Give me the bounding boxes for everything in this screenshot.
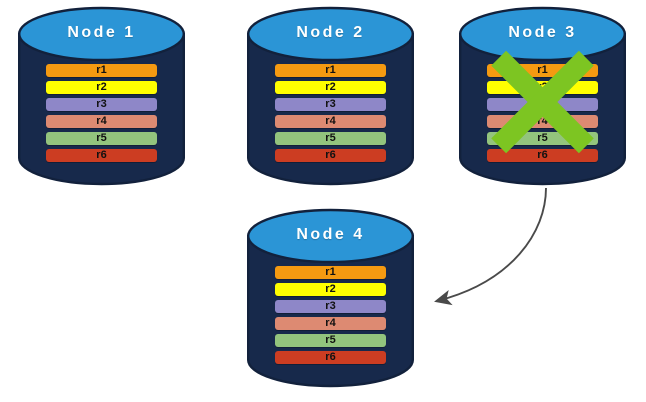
row-bar-r3[interactable]: r3 bbox=[275, 98, 386, 111]
row-bar-r2[interactable]: r2 bbox=[275, 81, 386, 94]
row-bar-r2[interactable]: r2 bbox=[46, 81, 157, 94]
row-bar-r5[interactable]: r5 bbox=[275, 132, 386, 145]
row-bar-r6[interactable]: r6 bbox=[487, 149, 598, 162]
row-list: r1 r2 r3 r4 r5 r6 bbox=[247, 64, 414, 162]
row-bar-r6[interactable]: r6 bbox=[275, 351, 386, 364]
cylinder-top-ellipse bbox=[246, 6, 415, 62]
row-bar-r6[interactable]: r6 bbox=[275, 149, 386, 162]
row-bar-r1[interactable]: r1 bbox=[46, 64, 157, 77]
arrow-path bbox=[434, 187, 547, 306]
row-bar-r2[interactable]: r2 bbox=[487, 81, 598, 94]
cylinder-top-ellipse bbox=[246, 208, 415, 264]
row-bar-r4[interactable]: r4 bbox=[46, 115, 157, 128]
row-bar-r2[interactable]: r2 bbox=[275, 283, 386, 296]
row-bar-r6[interactable]: r6 bbox=[46, 149, 157, 162]
row-bar-r3[interactable]: r3 bbox=[46, 98, 157, 111]
row-bar-r1[interactable]: r1 bbox=[275, 266, 386, 279]
cylinder-top-ellipse bbox=[17, 6, 186, 62]
row-bar-r5[interactable]: r5 bbox=[46, 132, 157, 145]
row-bar-r1[interactable]: r1 bbox=[487, 64, 598, 77]
row-bar-r3[interactable]: r3 bbox=[487, 98, 598, 111]
row-list: r1 r2 r3 r4 r5 r6 bbox=[247, 266, 414, 364]
row-list: r1 r2 r3 r4 r5 r6 bbox=[459, 64, 626, 162]
row-bar-r5[interactable]: r5 bbox=[487, 132, 598, 145]
row-bar-r3[interactable]: r3 bbox=[275, 300, 386, 313]
row-bar-r5[interactable]: r5 bbox=[275, 334, 386, 347]
row-bar-r1[interactable]: r1 bbox=[275, 64, 386, 77]
row-bar-r4[interactable]: r4 bbox=[275, 317, 386, 330]
row-list: r1 r2 r3 r4 r5 r6 bbox=[18, 64, 185, 162]
row-bar-r4[interactable]: r4 bbox=[487, 115, 598, 128]
row-bar-r4[interactable]: r4 bbox=[275, 115, 386, 128]
cylinder-top-ellipse bbox=[458, 6, 627, 62]
